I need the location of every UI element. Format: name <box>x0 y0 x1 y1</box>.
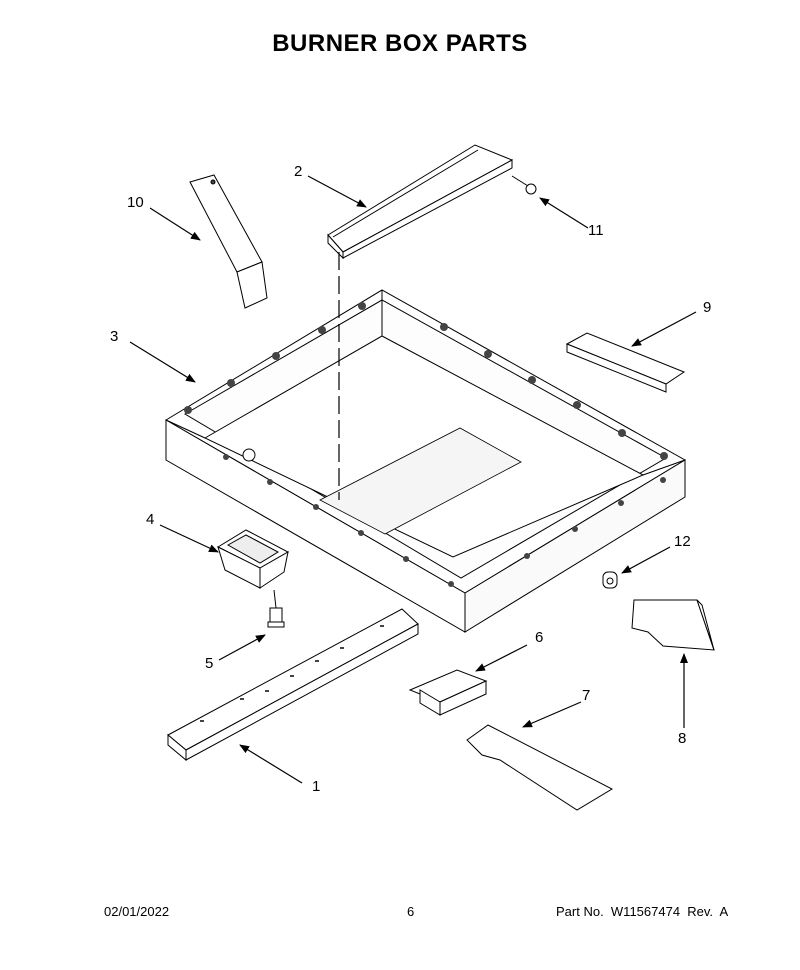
module-6 <box>408 669 488 716</box>
side-bracket <box>189 174 268 309</box>
leader-5 <box>218 634 266 661</box>
callout-4: 4 <box>146 511 155 528</box>
callout-12: 12 <box>674 533 691 550</box>
cover-plate <box>466 724 614 811</box>
leader-10 <box>149 207 201 241</box>
footer-date: 02/01/2022 <box>104 904 170 919</box>
leader-7 <box>522 701 582 728</box>
leader-4 <box>159 524 219 553</box>
leader-2 <box>307 175 367 208</box>
leader-1 <box>239 744 303 784</box>
clip-12 <box>602 571 618 589</box>
callout-8: 8 <box>678 730 687 747</box>
leader-3 <box>129 341 196 383</box>
burner-box-tray <box>165 289 686 633</box>
callout-6: 6 <box>535 629 544 646</box>
callout-11: 11 <box>588 222 604 239</box>
callout-2: 2 <box>294 163 303 180</box>
screw-5 <box>267 589 285 628</box>
callout-5: 5 <box>205 655 214 672</box>
footer-part-number: Part No. W11567474 Rev. A <box>556 904 729 919</box>
leader-12 <box>621 546 671 574</box>
leader-6 <box>475 644 528 672</box>
callout-1: 1 <box>312 778 321 795</box>
junction-box <box>216 529 290 589</box>
bottom-rail <box>167 608 419 762</box>
page-title: BURNER BOX PARTS <box>272 30 528 57</box>
leader-9 <box>631 311 697 347</box>
callout-9: 9 <box>703 299 712 316</box>
callout-3: 3 <box>110 328 119 345</box>
callout-7: 7 <box>582 687 591 704</box>
top-bracket <box>327 144 514 260</box>
callout-10: 10 <box>127 194 144 211</box>
rail-bracket-9 <box>565 332 686 393</box>
mounting-bracket <box>631 599 715 651</box>
leader-11 <box>539 197 589 229</box>
screw-11 <box>511 175 537 195</box>
footer-page-number: 6 <box>407 904 415 919</box>
